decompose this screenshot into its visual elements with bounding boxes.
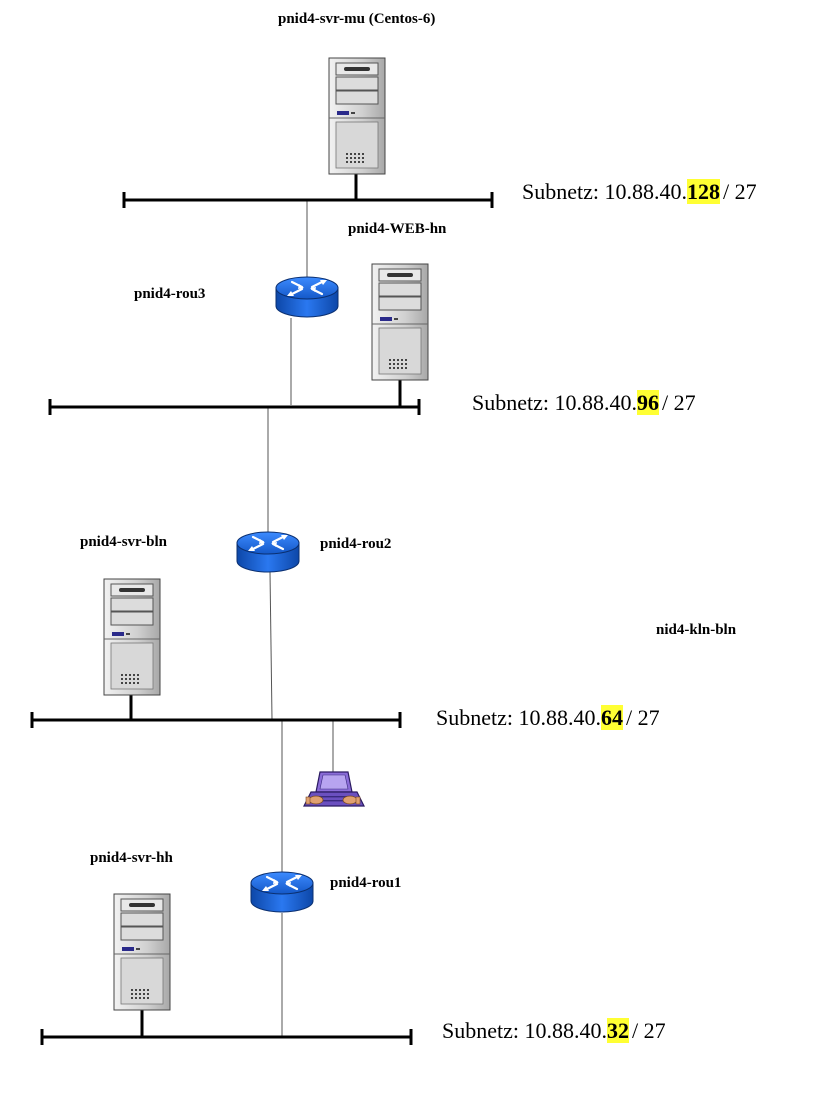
server-tower-icon-web-hn — [371, 263, 429, 381]
subnet-buses — [30, 192, 494, 1045]
links — [267, 200, 334, 1036]
subnet-prefix: Subnetz: 10.88.40. — [442, 1018, 607, 1043]
subnet-mask: / 27 — [723, 179, 757, 204]
label-svr-mu: pnid4-svr-mu (Centos-6) — [278, 11, 436, 27]
label-web-hn: pnid4-WEB-hn — [348, 221, 447, 237]
bus-subnet-128 — [122, 192, 494, 208]
bus-subnet-32 — [40, 1029, 413, 1045]
subnet-label-64: Subnetz: 10.88.40.64/ 27 — [436, 705, 660, 731]
subnet-prefix: Subnetz: 10.88.40. — [522, 179, 687, 204]
subnet-mask: / 27 — [626, 705, 660, 730]
server-tower-icon-svr-hh — [113, 893, 171, 1011]
link-rou2-down — [269, 571, 273, 720]
label-svr-bln: pnid4-svr-bln — [80, 534, 167, 550]
subnet-octet-highlight: 64 — [601, 705, 623, 730]
server-tower-icon-svr-mu — [328, 57, 386, 175]
router-icon-rou2 — [235, 530, 301, 574]
label-rou2: pnid4-rou2 — [320, 536, 392, 552]
bus-subnet-64 — [30, 712, 402, 728]
subnet-octet-highlight: 32 — [607, 1018, 629, 1043]
subnet-octet-highlight: 96 — [637, 390, 659, 415]
laptop-user-icon — [303, 771, 365, 807]
server-cables — [129, 173, 402, 1037]
router-icon-rou3 — [274, 275, 340, 319]
label-rou1: pnid4-rou1 — [330, 875, 402, 891]
subnet-prefix: Subnetz: 10.88.40. — [436, 705, 601, 730]
subnet-label-96: Subnetz: 10.88.40.96/ 27 — [472, 390, 696, 416]
subnet-prefix: Subnetz: 10.88.40. — [472, 390, 637, 415]
subnet-label-32: Subnetz: 10.88.40.32/ 27 — [442, 1018, 666, 1044]
subnet-mask: / 27 — [662, 390, 696, 415]
server-tower-icon-svr-bln — [103, 578, 161, 696]
subnet-octet-highlight: 128 — [687, 179, 720, 204]
label-rou3: pnid4-rou3 — [134, 286, 206, 302]
bus-subnet-96 — [48, 399, 421, 415]
subnet-mask: / 27 — [632, 1018, 666, 1043]
subnet-label-128: Subnetz: 10.88.40.128/ 27 — [522, 179, 757, 205]
router-icon-rou1 — [249, 870, 315, 914]
label-svr-hh: pnid4-svr-hh — [90, 850, 173, 866]
label-kln-bln: nid4-kln-bln — [656, 622, 737, 638]
